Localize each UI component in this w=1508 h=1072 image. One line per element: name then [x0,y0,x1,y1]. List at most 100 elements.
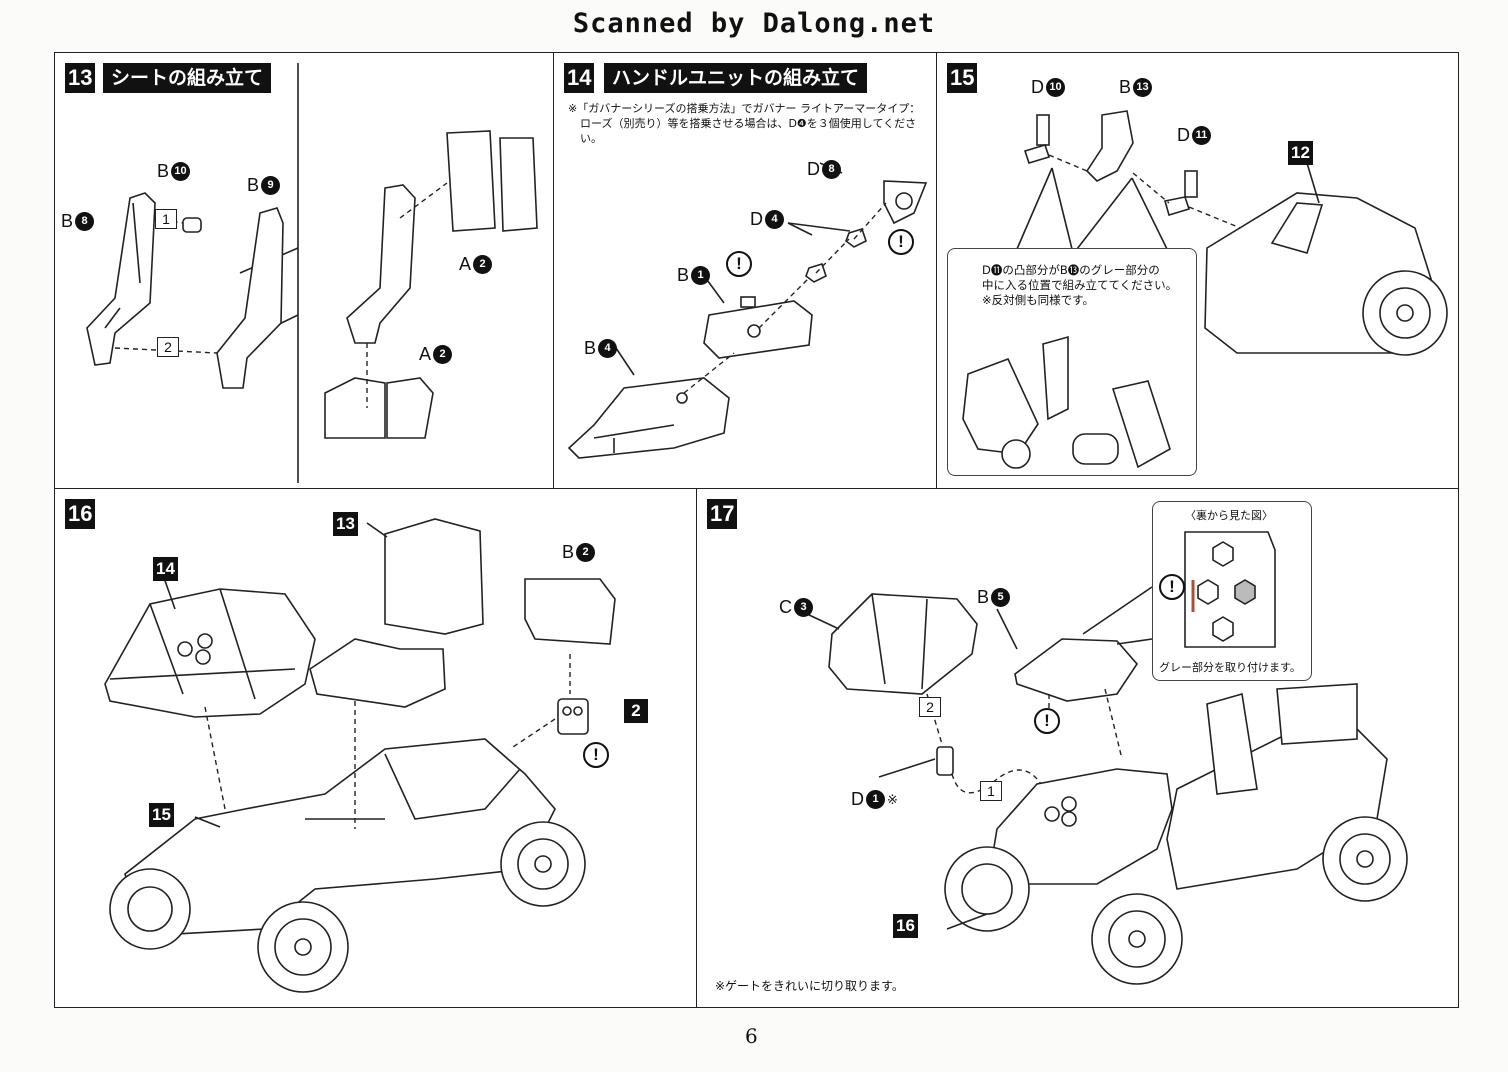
step-14-panel: 14 ハンドルユニットの組み立て ※「ガバナーシリーズの搭乗方法」でガバナー ラ… [553,52,937,489]
note-line-2: ローズ（別売り）等を搭乗させる場合は、D❹を３個使用してください。 [580,117,917,145]
part-number: 4 [598,339,618,358]
sequence-marker-1: 1 [980,781,1002,801]
warning-icon: ! [1034,708,1060,734]
part-number: 10 [1046,78,1065,97]
part-number: 11 [1192,126,1211,145]
back-view-callout: 〈裏から見た図〉 ! グレー部分を取り付けます。 [1152,501,1312,681]
callout-line-1: D⓫の凸部分がB⓭のグレー部分の [982,263,1160,277]
part-number: 2 [576,543,596,562]
part-letter: D [851,789,864,809]
sequence-number: 2 [157,337,179,357]
part-number: 8 [822,160,841,179]
part-letter: D [807,159,820,179]
part-number: 5 [991,588,1011,607]
step-reference-2: 2 [624,699,648,723]
part-letter: B [677,265,690,285]
part-number: 3 [794,598,813,617]
part-letter: B [61,211,74,231]
part-letter: B [157,161,170,181]
step-reference-13: 13 [333,512,358,536]
part-number: 1 [866,790,885,809]
part-number: 8 [75,212,95,231]
part-letter: B [1119,77,1132,97]
pedal-detail-drawing [962,335,1171,469]
step-14-number: 14 [564,63,595,93]
step-reference-15: 15 [149,803,174,827]
part-number: 13 [1133,78,1153,97]
step-13-number: 13 [65,63,96,93]
front-assembly-drawing [806,586,1408,985]
part-number: 4 [765,210,784,229]
part-letter: A [419,344,432,364]
scan-banner: Scanned by Dalong.net [572,8,936,39]
part-letter: B [584,338,597,358]
part-letter: B [562,542,575,562]
step-17-footnote: ※ゲートをきれいに切り取ります。 [715,979,904,993]
sequence-number: 1 [980,781,1002,801]
handle-unit-drawing [567,162,928,459]
part-letter: D [750,209,763,229]
step-16-number: 16 [65,499,96,529]
part-letter: A [459,254,472,274]
part-mark: ※ [887,791,898,807]
part-letter: D [1177,125,1190,145]
back-view-caption: グレー部分を取り付けます。 [1159,661,1301,674]
step-reference-12: 12 [1288,141,1313,165]
part-number: 2 [473,255,493,274]
pedal-assembly-drawing [1016,110,1448,356]
step-reference-16: 16 [893,914,918,938]
page-number: 6 [745,1024,758,1048]
sequence-number: 2 [919,697,941,717]
callout-line-2: 中に入る位置で組み立ててください。 [982,278,1178,292]
sequence-marker-2: 2 [157,337,179,357]
part-letter: B [247,175,260,195]
step-14-title: ハンドルユニットの組み立て [604,63,868,93]
sequence-number: 1 [155,209,177,229]
part-number: 2 [433,345,453,364]
part-number: 10 [171,162,191,181]
sequence-marker-1: 1 [155,209,177,229]
part-letter: B [977,587,990,607]
part-number: 9 [261,176,281,195]
step-14-note: ※「ガバナーシリーズの搭乗方法」でガバナー ライトアーマータイプ： ローズ（別売… [568,101,936,146]
step-13-title: シートの組み立て [103,63,272,93]
step-15-number: 15 [947,63,978,93]
sequence-marker-2: 2 [919,697,941,717]
step-17-number: 17 [707,499,738,529]
step-reference-14: 14 [153,557,178,581]
pedal-callout: D⓫の凸部分がB⓭のグレー部分の 中に入る位置で組み立ててください。 ※反対側も… [947,248,1197,476]
callout-text: D⓫の凸部分がB⓭のグレー部分の 中に入る位置で組み立ててください。 ※反対側も… [982,263,1177,308]
callout-line-3: ※反対側も同様です。 [982,293,1094,307]
back-view-drawing [1184,531,1276,648]
warning-icon: ! [726,251,752,277]
warning-icon: ! [888,229,914,255]
back-view-title: 〈裏から見た図〉 [1185,509,1273,522]
body-assembly-drawing [104,518,616,993]
note-line-1: ※「ガバナーシリーズの搭乗方法」でガバナー ライトアーマータイプ： [568,102,921,115]
part-letter: D [1031,77,1044,97]
part-letter: C [779,597,792,617]
warning-icon: ! [1159,574,1185,600]
part-number: 1 [691,266,711,285]
warning-icon: ! [583,742,609,768]
